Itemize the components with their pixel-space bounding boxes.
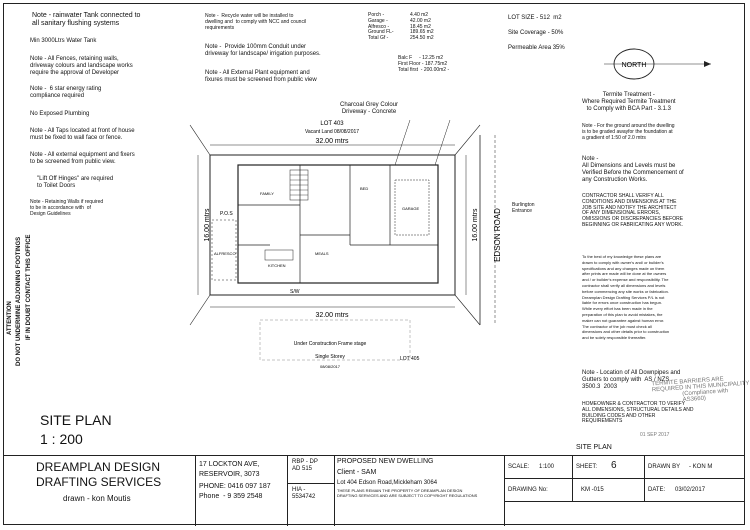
dim-left: 16.00 mtrs [204, 208, 211, 242]
drawing-title: SITE PLAN [40, 412, 112, 428]
company-cell: DREAMPLAN DESIGN DRAFTING SERVICES drawn… [3, 456, 196, 526]
equipment-note: Note - All external equipment and fixers… [30, 152, 135, 165]
scale-value: 1:100 [539, 464, 555, 470]
plumbing-note: No Exposed Plumbing [30, 111, 90, 117]
hia-number: HIA - 5534742 [292, 487, 316, 500]
burlington-entrance: Burlington Entrance [512, 202, 535, 214]
dimensions-note: Note - All Dimensions and Levels must be… [582, 156, 684, 183]
drawn-by-value: - KON M [689, 464, 713, 470]
scale-label: SCALE: [508, 464, 530, 470]
dim-right: 16.00 mtrs [472, 208, 479, 242]
alfresco-label: ALFRESCO [214, 251, 236, 256]
lot-size: LOT SIZE - 512 m2 [508, 15, 562, 21]
drawn-by-label: DRAWN BY [648, 464, 681, 470]
recycle-note: Note - Recycle water will be installed t… [205, 13, 307, 31]
sheet-label: SHEET: [576, 464, 598, 470]
north-label: NORTH [622, 62, 647, 69]
taps-note: Note - All Taps located at front of hous… [30, 128, 135, 141]
company-name-1: DREAMPLAN DESIGN [36, 460, 161, 474]
attention-line2: IF IN DOUBT CONTACT THIS OFFICE [26, 234, 32, 340]
lot-403-label: LOT 403 [320, 121, 344, 127]
garage-label: GARAGE [402, 206, 419, 211]
address-cell: 17 LOCKTON AVE, RESERVOIR, 3073 PHONE: 0… [196, 456, 288, 526]
address-line-2: RESERVOIR, 3073 [199, 471, 260, 478]
phone-line: PHONE: 0416 097 187 [199, 483, 271, 490]
stamp-date: 01 SEP 2017 [640, 432, 670, 438]
frame-date-label: 08/08/2017 [320, 364, 341, 369]
attention-line1: DO NOT UNDERMINE ADJOINING FOOTINGS [16, 236, 22, 366]
plant-note: Note - All External Plant equipment and … [205, 70, 317, 83]
dim-top: 32.00 mtrs [315, 138, 349, 145]
drawing-sheet [3, 3, 745, 525]
kitchen-label: KITCHEN [268, 263, 286, 268]
site-coverage: Site Coverage - 50% [508, 30, 564, 36]
under-construction-label: Under Construction Frame stage [294, 341, 367, 347]
date-label: DATE: [648, 487, 666, 493]
house-outline [237, 164, 439, 284]
lot-405-label: LOT 405 [400, 356, 420, 362]
attention-label: ATTENTION [7, 301, 13, 335]
company-name-2: DRAFTING SERVICES [36, 475, 162, 489]
site-address: Lot 404 Edson Road,Mickleham 3064 [337, 480, 438, 486]
pos-label: P.O.S [220, 211, 233, 217]
hia-cell: HIA - 5534742 [288, 484, 335, 526]
tank-note: Min 3000Ltrs Water Tank [30, 38, 97, 44]
fences-note: Note - All Fences, retaining walls, driv… [30, 56, 133, 76]
drawing-number-value: KM -015 [581, 487, 604, 493]
drawn-by-credit: drawn - kon Moutis [63, 494, 131, 503]
title-block: DREAMPLAN DESIGN DRAFTING SERVICES drawn… [3, 444, 745, 526]
termite-ground-note: Note - For the ground around the dwellin… [582, 123, 675, 141]
sw-label: S/W [290, 289, 300, 295]
north-arrow-icon: NORTH [604, 48, 711, 80]
hinges-note: "Lift Off Hinges" are required to Toilet… [37, 176, 114, 189]
drawing-number-label: DRAWING No: [508, 487, 548, 493]
rainwater-note: Note - rainwater Tank connected to all s… [32, 12, 141, 28]
date-value: 03/02/2017 [675, 487, 706, 493]
conduit-note: Note - Provide 100mm Conduit under drive… [205, 44, 321, 57]
sheet-value: 6 [611, 460, 617, 471]
bed-label: BED [360, 186, 368, 191]
rbp-cell: RBP - DP AD 515 [288, 456, 335, 484]
homeowner-note: HOMEOWNER & CONTRACTOR TO VERIFY ALL DIM… [582, 401, 694, 425]
permeable-area: Permeable Area 35% [508, 45, 565, 51]
project-cell: PROPOSED NEW DWELLING Client - SAM Lot 4… [335, 456, 505, 526]
sheet-title: SITE PLAN [576, 444, 612, 451]
dim-bottom: 32.00 mtrs [315, 312, 349, 319]
termite-title: Termite Treatment - Where Required Termi… [582, 92, 676, 112]
downpipes-note: Note - Location of All Downpipes and Gut… [582, 370, 681, 390]
retaining-note: Note - Retaining Walls if required to be… [30, 199, 104, 217]
knowledge-note: To the best of my knowledge these plans … [582, 254, 670, 341]
vacant-land-label: Vacant Land 08/08/2017 [305, 129, 359, 135]
rbp-number: RBP - DP AD 515 [292, 459, 318, 472]
project-name: PROPOSED NEW DWELLING [337, 458, 434, 465]
upper-areas: Balc F - 12.25 m2 First Floor - 187.75m2… [398, 55, 450, 73]
address-line-1: 17 LOCKTON AVE, [199, 461, 260, 468]
copyright-note: THESE PLANS REMAIN THE PROPERTY OF DREAM… [337, 488, 478, 498]
lot-boundary [209, 154, 456, 296]
road-label: EDSON ROAD [493, 208, 502, 262]
meals-label: MEALS [315, 251, 329, 256]
contractor-note: CONTRACTOR SHALL VERIFY ALL CONDITIONS A… [582, 193, 684, 228]
client-name: Client - SAM [337, 469, 377, 476]
area-values: 4.40 m2 42.00 m2 18.45 m2 189.65 m2 254.… [410, 12, 434, 41]
energy-note: Note - 6 star energy rating compliance r… [30, 86, 102, 99]
drawing-scale: 1 : 200 [40, 431, 83, 447]
area-labels: Porch - Garage - Alfresco - Ground FL- T… [368, 12, 394, 41]
phone-line-2: Phone - 9 359 2548 [199, 493, 263, 500]
driveway-note: Charcoal Grey Colour Driveway - Concrete [340, 102, 399, 115]
family-label: FAMILY [260, 191, 274, 196]
site-plan-drawing: LOT 403 Vacant Land 08/08/2017 32.00 mtr… [189, 119, 502, 369]
single-storey-label: Single Storey [315, 354, 345, 360]
